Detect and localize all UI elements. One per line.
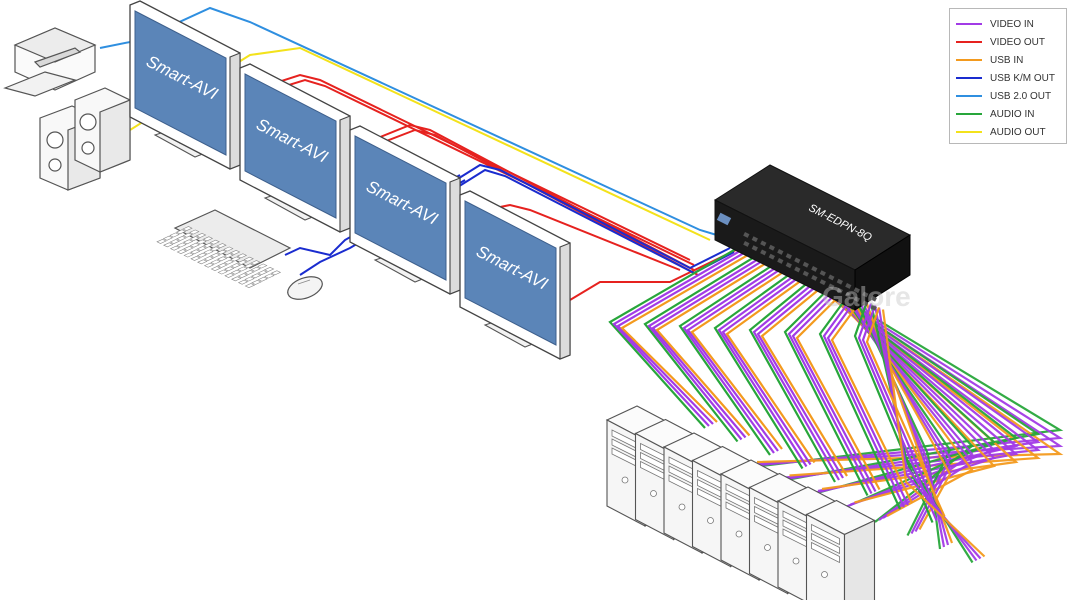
legend-swatch (956, 113, 982, 115)
legend-label: USB IN (990, 54, 1024, 66)
monitor: Smart-AVI (129, 0, 241, 170)
legend-item: AUDIO OUT (956, 123, 1060, 141)
legend-swatch (956, 23, 982, 25)
watermark-text: Galore (822, 281, 911, 312)
cable-to-tower-back (869, 303, 974, 564)
cable-to-tower (678, 258, 783, 456)
cable-to-tower (725, 272, 816, 464)
cable-to-tower (616, 245, 757, 425)
legend-label: USB 2.0 OUT (990, 90, 1052, 102)
computer-tower-icon (805, 499, 876, 600)
cable-to-tower (721, 270, 812, 466)
video-out-cable-4 (569, 247, 741, 301)
cable-to-tower (865, 307, 946, 517)
legend-item: USB IN (956, 51, 1060, 69)
legend-label: AUDIO OUT (990, 126, 1046, 138)
keyboard-icon (156, 209, 292, 289)
cable-to-tower (756, 279, 844, 479)
cable-to-tower (717, 268, 808, 468)
legend-item: AUDIO IN (956, 105, 1060, 123)
cable-to-tower (612, 243, 753, 427)
cable-to-tower (647, 251, 770, 441)
cable-to-tower (690, 264, 795, 450)
cable-to-tower (760, 281, 848, 477)
cable-to-tower (608, 241, 749, 429)
cable-to-tower (713, 266, 804, 470)
cable-to-tower-back (873, 305, 978, 562)
cable-to-tower (783, 283, 869, 496)
legend-swatch (956, 131, 982, 133)
cable-to-tower (795, 289, 881, 491)
mouse-icon (287, 276, 323, 300)
cable-to-tower (861, 305, 942, 519)
printer-icon (3, 27, 97, 97)
legend: VIDEO IN VIDEO OUT USB IN USB K/M OUT USB 2.… (949, 8, 1067, 144)
legend-label: USB K/M OUT (990, 72, 1056, 84)
cable-to-tower (686, 262, 791, 452)
computer-tower-group (605, 405, 876, 600)
legend-swatch (956, 95, 982, 97)
monitor: Smart-AVI (459, 190, 571, 360)
legend-swatch (956, 41, 982, 43)
cable-to-tower (791, 287, 877, 493)
cable-to-tower (682, 260, 787, 454)
cable-to-tower (752, 277, 840, 481)
cable-to-tower (818, 292, 902, 510)
cable-to-tower (643, 249, 766, 443)
legend-label: AUDIO IN (990, 108, 1035, 120)
cable-to-tower (748, 275, 836, 483)
cable-to-tower (651, 253, 774, 439)
monitor: Smart-AVI (349, 125, 461, 295)
cable-to-tower (830, 298, 913, 504)
cable-to-tower (787, 285, 873, 495)
legend-item: USB K/M OUT (956, 69, 1060, 87)
cable-to-tower (826, 296, 909, 506)
cable-to-tower (822, 294, 905, 508)
usb-km-cable-1 (439, 163, 731, 270)
cable-to-tower (655, 255, 778, 437)
legend-item: USB 2.0 OUT (956, 87, 1060, 105)
legend-swatch (956, 77, 982, 79)
legend-item: VIDEO IN (956, 15, 1060, 33)
cable-to-tower (620, 247, 761, 423)
legend-label: VIDEO IN (990, 18, 1034, 30)
cable-to-tower (857, 303, 938, 521)
legend-swatch (956, 59, 982, 61)
speakers-icon (39, 87, 131, 191)
cable-to-tower-back (881, 309, 986, 558)
legend-label: VIDEO OUT (990, 36, 1046, 48)
kvm-switch: SM-EDPN-8Q (713, 164, 912, 311)
legend-item: VIDEO OUT (956, 33, 1060, 51)
monitor: Smart-AVI (239, 63, 351, 233)
lower-cables (608, 241, 1064, 564)
